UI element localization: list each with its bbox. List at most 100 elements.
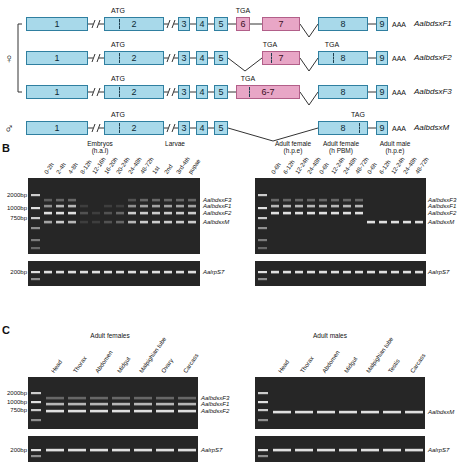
- transcript-label: AalbdsxM: [428, 409, 454, 415]
- ladder-band: [31, 194, 40, 196]
- gel-band: [68, 199, 76, 202]
- exon-number: 2: [131, 20, 136, 29]
- transcript-label: AalrpS7: [201, 447, 222, 453]
- ladder-band: [258, 207, 267, 209]
- gel-band: [92, 271, 100, 274]
- gel-band: [415, 271, 423, 274]
- gel-band: [116, 271, 124, 274]
- transcript-label: AalbdsxF3: [203, 197, 231, 203]
- annotation-label: Embryos: [87, 141, 113, 148]
- ladder-band: [31, 239, 40, 241]
- exon-number: 8: [340, 88, 345, 97]
- gel-band: [355, 271, 363, 274]
- gel-band: [116, 212, 124, 215]
- ladder-band: [31, 449, 41, 451]
- annotation-label: Adult females: [90, 333, 129, 340]
- ladder-band: [258, 278, 267, 280]
- transcript-label: AalbdsxF2: [203, 210, 231, 216]
- annotation-label: AAA: [392, 89, 406, 96]
- intron-breaks: [92, 19, 175, 133]
- gel-background: [255, 178, 426, 254]
- ladder-band: [258, 409, 268, 411]
- gel-band: [383, 411, 401, 414]
- exon-number: 2: [131, 54, 136, 63]
- gel-band: [295, 199, 303, 202]
- annotation-label: AAA: [392, 125, 406, 132]
- lane-label: 8-12h: [79, 159, 93, 175]
- gel-band: [405, 411, 423, 414]
- gel-band: [391, 221, 399, 224]
- gel-band: [140, 271, 148, 274]
- lane-label: 2nd: [163, 163, 174, 175]
- gel-band: [283, 212, 291, 215]
- gel-band: [44, 205, 52, 208]
- exon-box: 1: [26, 17, 88, 31]
- gel-band: [90, 410, 108, 413]
- panel-letter: B: [2, 143, 10, 154]
- transcript-label: AalbdsxF3: [414, 88, 452, 96]
- panel-letter: C: [2, 325, 10, 336]
- gel-band: [104, 205, 112, 208]
- lane-label: 0-6h: [318, 162, 330, 175]
- gel-band: [164, 205, 172, 208]
- annotation-label: TAG: [351, 111, 365, 118]
- codon-position-mark: [333, 53, 334, 63]
- gel-background: [28, 178, 200, 254]
- annotation-label: (h.a.l): [92, 148, 109, 155]
- gel-band: [331, 205, 339, 208]
- exon-box: 4: [196, 121, 208, 135]
- transcript-label: AalbdsxF1: [203, 203, 231, 209]
- gel-band: [405, 449, 423, 452]
- intron-break: [92, 19, 100, 29]
- gel-background: [255, 436, 425, 462]
- gel-band: [68, 271, 76, 274]
- annotation-label: Adult males: [313, 333, 347, 340]
- gel-band: [331, 212, 339, 215]
- exon-box: 8: [318, 51, 368, 65]
- gel-image: [28, 261, 200, 286]
- gel-background: [255, 377, 425, 429]
- gel-band: [383, 449, 401, 452]
- gel-background: [28, 436, 198, 462]
- ladder-band: [31, 278, 40, 280]
- gel-band: [68, 410, 86, 413]
- intron-line: [228, 92, 236, 93]
- exon-box: 2: [104, 17, 164, 31]
- exon-box: 7: [262, 51, 300, 65]
- transcript-label: AalbdsxF2: [428, 210, 456, 216]
- gel-band: [152, 212, 160, 215]
- ladder-band: [258, 271, 267, 273]
- exon-number: 5: [218, 20, 223, 29]
- gel-background: [255, 261, 426, 286]
- gel-band: [176, 221, 184, 224]
- gel-band: [46, 449, 64, 452]
- lane-label: 0-6h: [366, 162, 378, 175]
- gel-band: [152, 199, 160, 202]
- exon-number: 5: [218, 54, 223, 63]
- splice-junction-line: [300, 24, 318, 37]
- gel-band: [68, 397, 86, 400]
- annotation-label: (h.p.e): [284, 148, 303, 155]
- gel-band: [361, 449, 379, 452]
- gel-band: [307, 205, 315, 208]
- lane-label: Testis: [387, 358, 401, 374]
- gel-band: [331, 271, 339, 274]
- lane-label: 0-6h: [270, 162, 282, 175]
- gel-band: [156, 449, 174, 452]
- gel-band: [44, 199, 52, 202]
- gel-band: [178, 397, 196, 400]
- exon-number: 3: [181, 20, 186, 29]
- lane-label: Abdomen: [321, 350, 341, 374]
- exon-box: 8: [318, 121, 368, 135]
- intron-break: [167, 123, 175, 133]
- gel-band: [319, 271, 327, 274]
- gel-band: [90, 449, 108, 452]
- gel-band: [403, 221, 411, 224]
- ladder-band: [258, 401, 268, 403]
- splice-junction-line: [228, 128, 318, 141]
- transcript-label: AalbdsxF3: [201, 395, 229, 401]
- exon-box: 9: [376, 85, 388, 99]
- gel-band: [403, 271, 411, 274]
- exon-number: 9: [379, 54, 384, 63]
- lane-label: 4-8h: [67, 162, 79, 175]
